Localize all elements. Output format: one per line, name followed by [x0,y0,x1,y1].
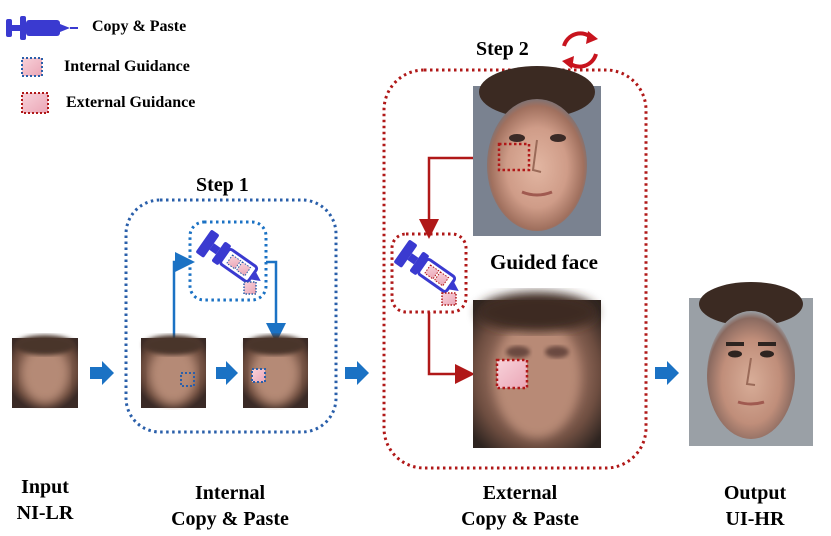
flow-arrows [90,361,679,385]
syringe-icon [394,240,459,293]
arrow-input-to-step1 [90,361,114,385]
step1-title: Step 1 [196,174,249,196]
blurry-face-image [473,292,601,448]
internal-label-line2: Copy & Paste [171,508,289,530]
legend-external-guidance-label: External Guidance [66,94,196,111]
step1-image-a [141,335,206,408]
input-label-line2: NI-LR [16,502,74,524]
syringe-icon [196,230,261,283]
input-label: Input NI-LR [0,474,90,526]
arrow-step1-inner [216,361,238,385]
dropped-patch [243,281,257,295]
legend [6,16,78,114]
step1-syringe-box [188,220,268,302]
step1-box [124,198,338,434]
legend-copy-paste-label: Copy & Paste [92,18,187,35]
arrow-step2-to-output [655,361,679,385]
guided-face-label: Guided face [490,250,598,274]
refresh-icon [562,31,598,69]
connector-up [172,252,195,338]
internal-label: Internal Copy & Paste [140,480,320,532]
internal-label-line1: Internal [195,482,265,504]
step2-title: Step 2 [476,38,529,60]
input-label-line1: Input [21,476,69,498]
dropped-patch [441,292,457,306]
output-label-line2: UI-HR [725,508,785,530]
connector-guided-to-syringe [419,156,473,239]
external-label: External Copy & Paste [430,480,610,532]
step2-box [382,31,648,470]
arrow-step1-to-step2 [345,361,369,385]
external-label-line1: External [482,482,558,504]
output-label-line1: Output [723,482,787,504]
legend-internal-guidance-label: Internal Guidance [64,58,190,75]
internal-guidance-swatch [21,57,43,77]
input-lr-image [12,335,78,408]
external-guidance-swatch [21,92,49,114]
external-label-line2: Copy & Paste [461,508,579,530]
output-hr-image [689,282,813,446]
step1-image-b [243,335,308,408]
guided-face-image [473,66,601,236]
syringe-icon [6,16,78,40]
connector-syringe-to-blur [427,312,475,384]
connector-down [266,260,286,343]
output-label: Output UI-HR [705,480,805,532]
